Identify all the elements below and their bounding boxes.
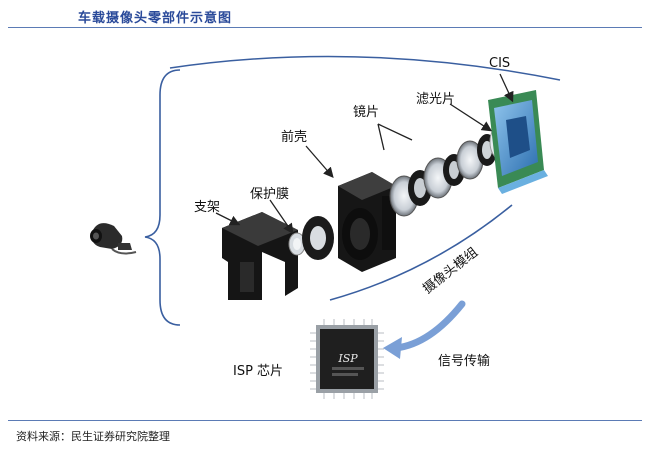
group-brace <box>144 69 181 326</box>
bottom-arc <box>329 204 513 301</box>
top-arc <box>169 55 561 81</box>
label-isp-chip: ISP 芯片 <box>233 364 284 379</box>
pointer-bracket <box>215 212 241 226</box>
page-title: 车载摄像头零部件示意图 <box>78 11 233 26</box>
front-shell-part <box>338 172 396 272</box>
label-filter: 滤光片 <box>416 92 456 107</box>
bottom-divider <box>8 420 642 421</box>
pointer-filter <box>449 103 493 132</box>
label-front-shell: 前壳 <box>281 130 308 145</box>
label-cis: CIS <box>489 56 511 71</box>
source-note: 资料来源：民生证券研究院整理 <box>16 430 170 443</box>
label-protective-film: 保护膜 <box>250 187 290 202</box>
isp-chip-image: ISP <box>310 319 384 399</box>
top-divider <box>8 27 642 28</box>
thread-ring-part <box>302 216 334 260</box>
protective-film-part <box>288 232 306 256</box>
bracket-part <box>222 212 298 300</box>
pointer-lens <box>377 123 413 151</box>
pointer-front-shell <box>305 145 334 178</box>
label-bracket: 支架 <box>194 200 221 215</box>
label-signal-transmission: 信号传输 <box>438 354 491 369</box>
car-camera-image <box>90 223 137 255</box>
chip-marking: ISP <box>337 352 358 365</box>
pointer-cis <box>499 73 514 103</box>
signal-arrow <box>392 300 466 352</box>
lens-stack <box>389 134 497 217</box>
label-lens: 镜片 <box>353 105 380 120</box>
signal-arrowhead <box>383 337 402 359</box>
pointer-protective-film <box>269 199 294 235</box>
cis-sensor-part <box>488 90 548 194</box>
